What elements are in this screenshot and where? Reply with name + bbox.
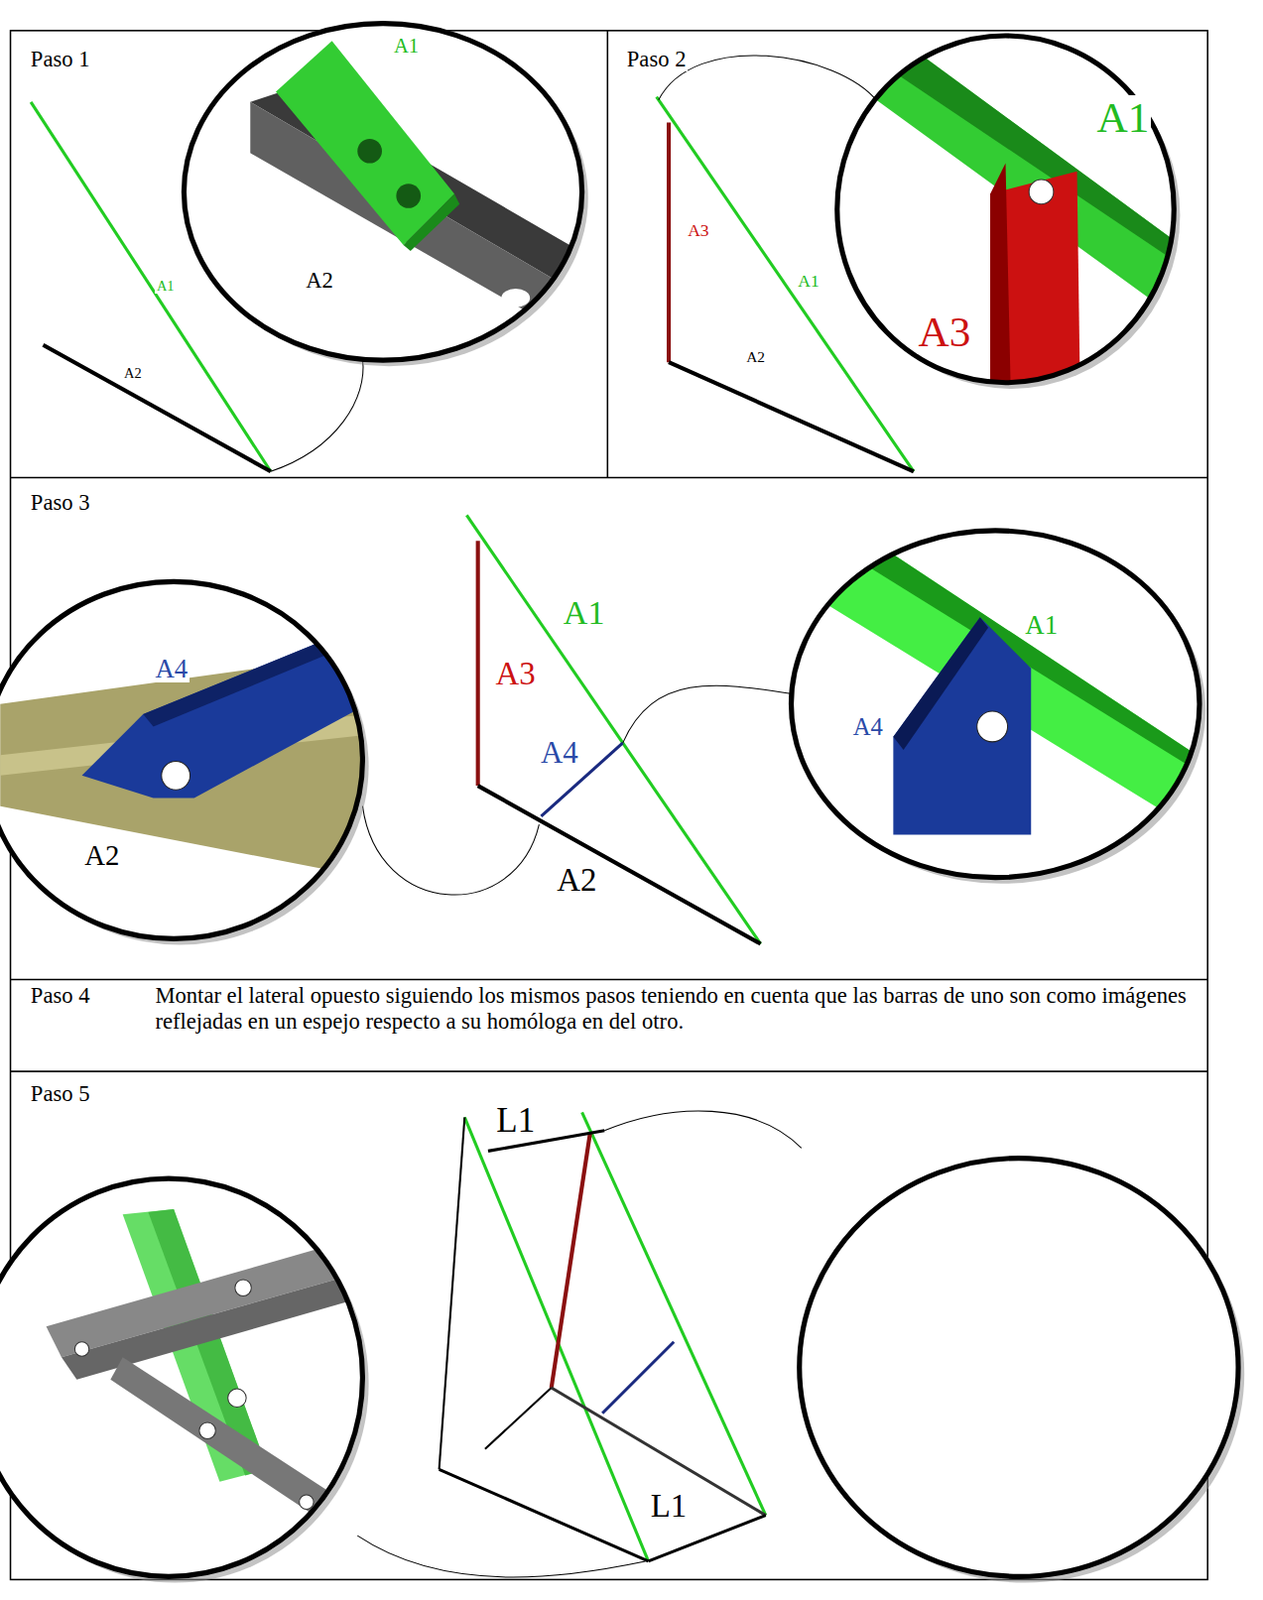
- step5-drawing: [0, 1111, 1245, 1584]
- part-label: A3: [916, 309, 974, 355]
- step-title: Paso 2: [625, 47, 689, 72]
- step-title: Paso 3: [28, 491, 93, 515]
- part-label: A2: [744, 349, 767, 366]
- part-label: A1: [154, 278, 177, 294]
- part-label: A1: [561, 595, 608, 632]
- step3-drawing: [0, 514, 1206, 945]
- step-title: Paso 1: [28, 47, 93, 72]
- part-label: A4: [851, 714, 885, 741]
- step-title: Paso 4: [28, 984, 93, 1009]
- part-label: A4: [538, 737, 581, 769]
- step-title: Paso 5: [28, 1082, 93, 1107]
- part-label: A3: [494, 656, 538, 692]
- part-label: A1: [1095, 95, 1152, 140]
- step2-drawing: [656, 30, 1195, 472]
- instruction-note: Montar el lateral opuesto siguiendo los …: [154, 983, 1186, 1035]
- part-label: A1: [795, 271, 821, 290]
- part-label: A2: [82, 840, 122, 871]
- part-label: A2: [554, 863, 599, 898]
- step1-drawing: [30, 23, 589, 473]
- part-label: A4: [153, 654, 191, 683]
- part-label: L1: [494, 1103, 537, 1140]
- part-label: A1: [1022, 611, 1060, 639]
- part-label: A3: [685, 221, 711, 240]
- part-label: L1: [648, 1489, 690, 1524]
- part-label: A1: [391, 35, 421, 58]
- part-label: A2: [122, 366, 144, 381]
- part-label: A2: [303, 268, 336, 293]
